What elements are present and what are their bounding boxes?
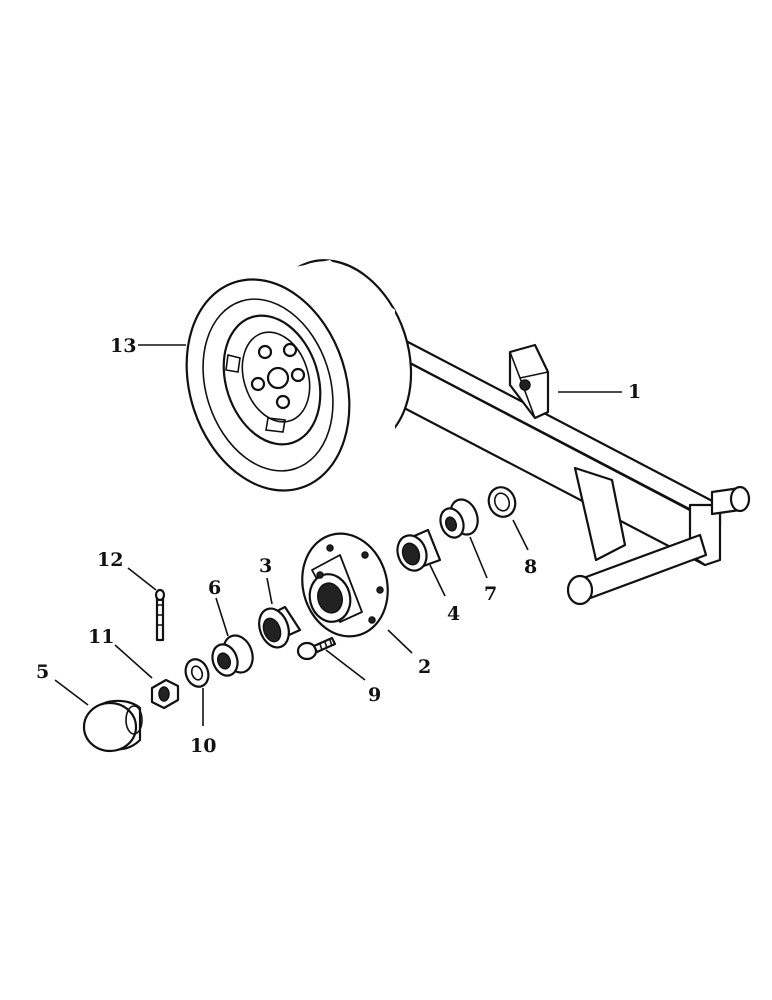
wheel xyxy=(185,259,413,492)
bolt xyxy=(296,636,337,661)
leader-8 xyxy=(512,519,529,551)
dust-cap xyxy=(82,699,143,753)
cotter-pin xyxy=(154,588,166,642)
bearing-cup-4 xyxy=(396,528,442,572)
leader-7 xyxy=(469,536,488,579)
leader-5 xyxy=(54,679,89,706)
callout-8: 8 xyxy=(524,556,537,578)
axle-frame xyxy=(383,328,751,606)
callout-13: 13 xyxy=(110,335,136,357)
nut xyxy=(150,678,180,710)
callout-9: 9 xyxy=(368,684,381,706)
callout-11: 11 xyxy=(88,626,114,648)
hub xyxy=(301,532,389,638)
leader-3 xyxy=(266,577,273,605)
callout-3: 3 xyxy=(259,555,272,577)
bearing-cup-3 xyxy=(258,605,302,649)
leader-lines xyxy=(54,344,622,726)
callout-6: 6 xyxy=(208,577,221,599)
leader-4 xyxy=(429,564,446,597)
leader-6 xyxy=(215,597,229,637)
callouts: 1 2 3 4 5 6 7 8 9 10 11 12 13 xyxy=(36,335,641,757)
callout-7: 7 xyxy=(484,583,497,605)
leader-12 xyxy=(127,567,157,591)
leader-2 xyxy=(387,629,413,654)
callout-2: 2 xyxy=(418,656,431,678)
bearing-cone-6 xyxy=(211,634,254,677)
washer xyxy=(184,658,210,688)
callout-5: 5 xyxy=(36,661,49,683)
leader-9 xyxy=(325,649,366,681)
callout-10: 10 xyxy=(190,735,216,757)
seal xyxy=(487,486,517,518)
callout-4: 4 xyxy=(447,603,460,625)
bearing-cone-7 xyxy=(439,498,479,539)
leader-11 xyxy=(114,644,153,679)
callout-1: 1 xyxy=(628,381,641,403)
callout-12: 12 xyxy=(97,549,123,571)
